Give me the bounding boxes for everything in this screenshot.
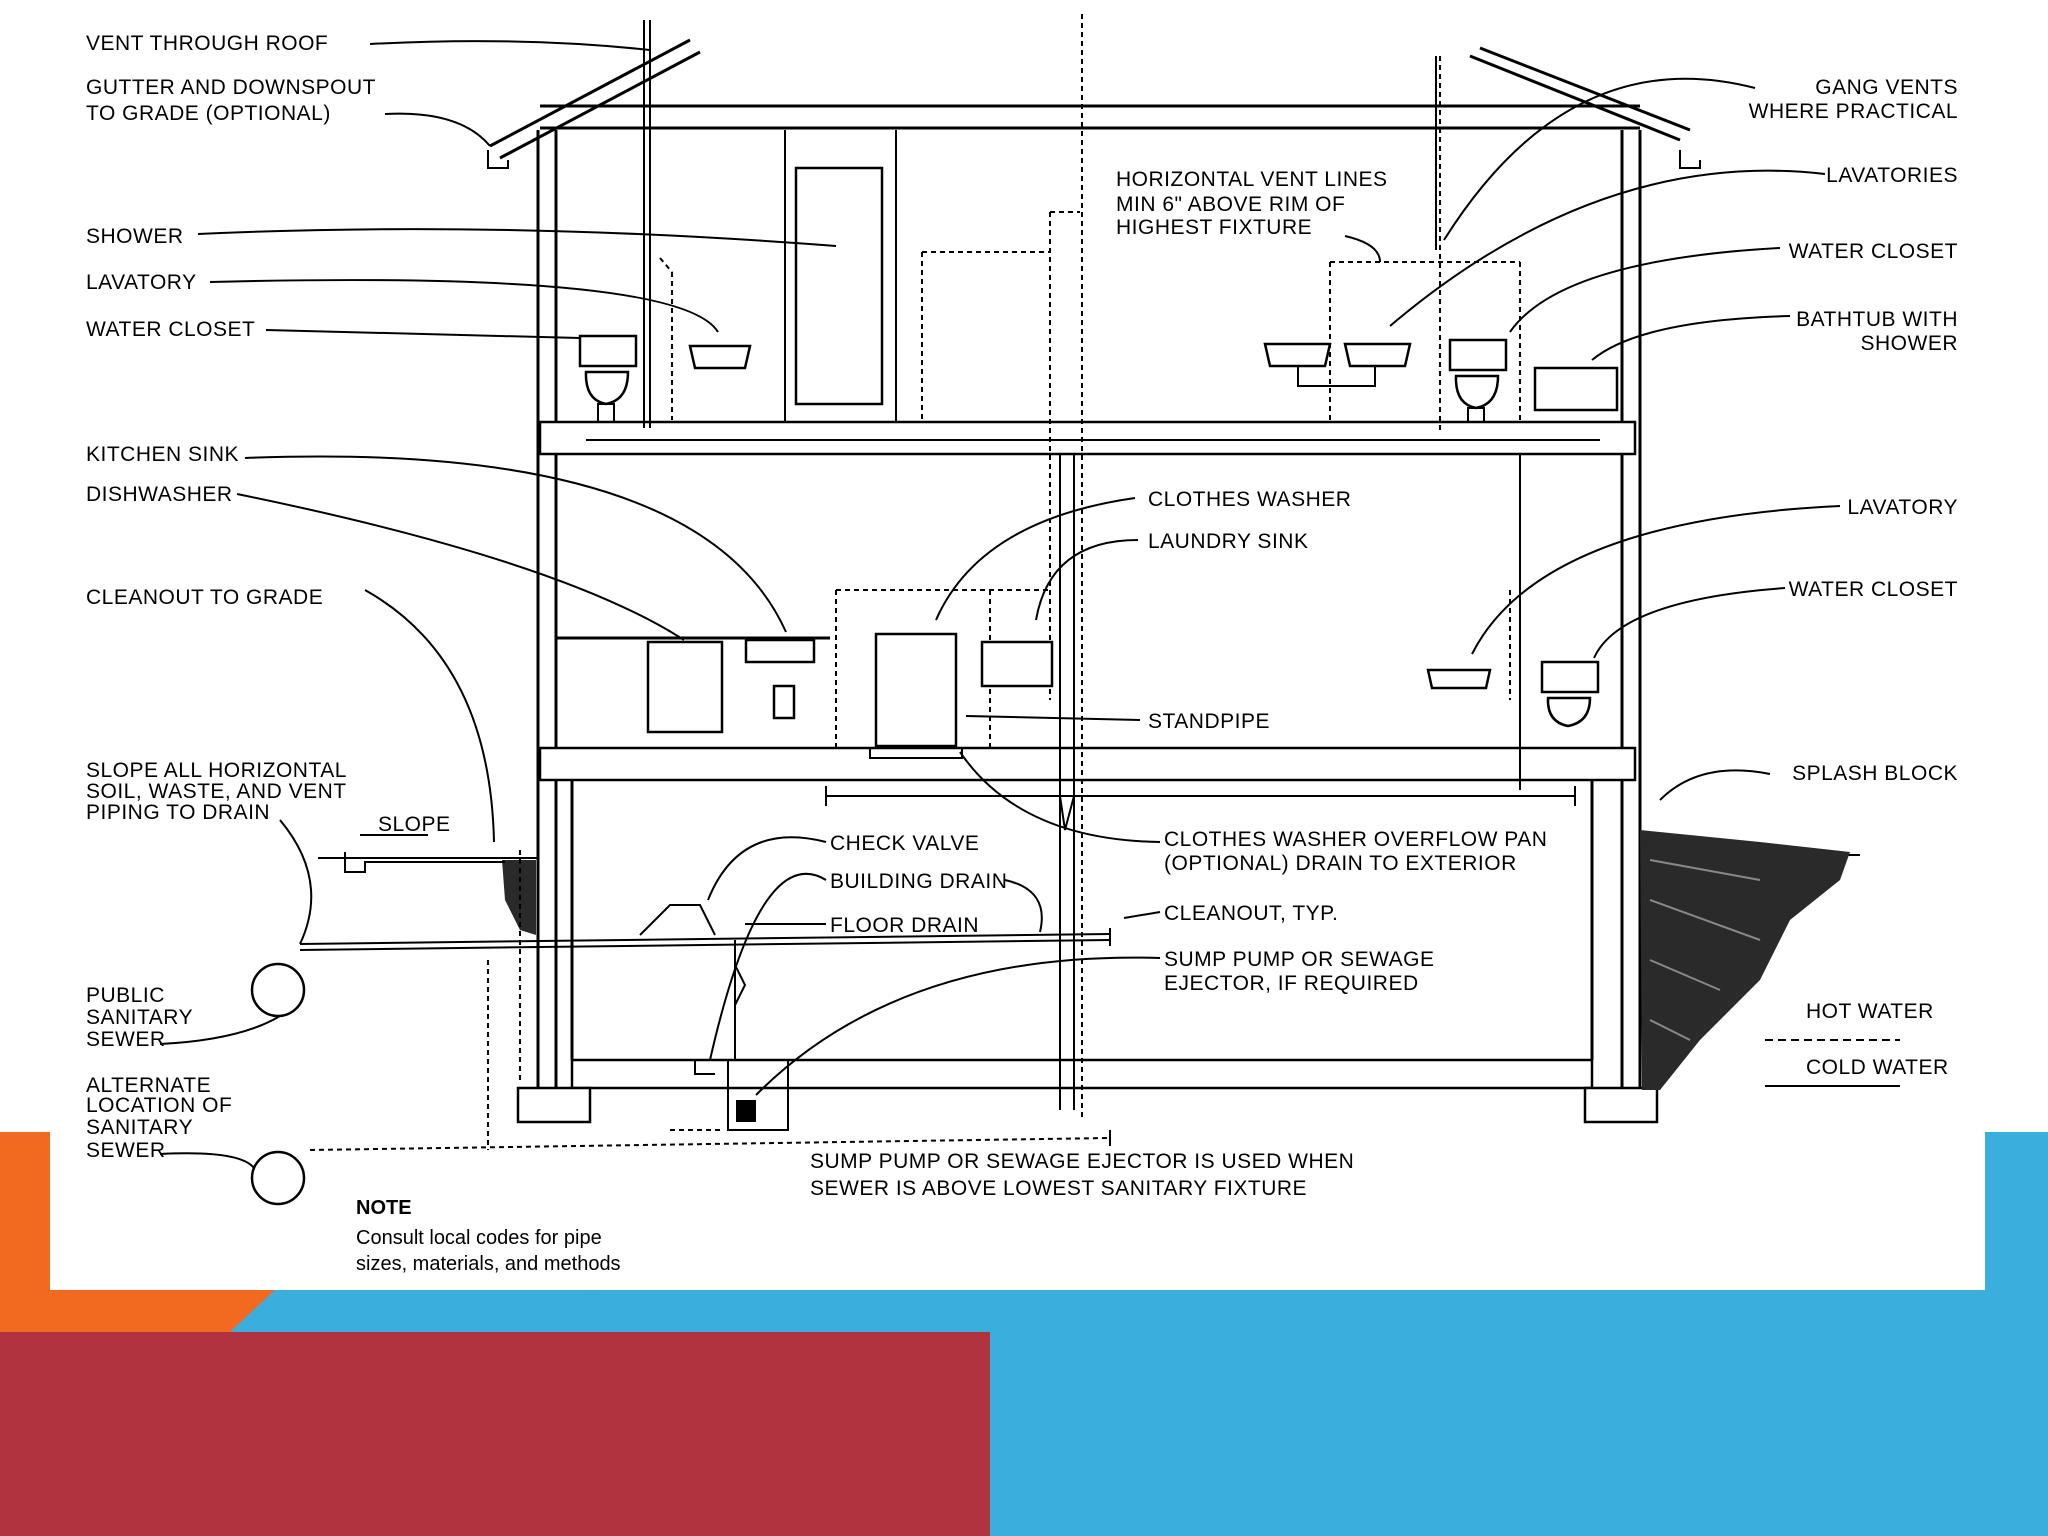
label-gutter-line-2: TO GRADE (OPTIONAL): [86, 102, 331, 125]
label-alternate-4: SEWER: [86, 1139, 166, 1162]
lavatory-pair-left: [1263, 342, 1332, 368]
label-splash-block: SPLASH BLOCK: [1792, 762, 1958, 785]
label-standpipe: STANDPIPE: [1148, 710, 1270, 733]
label-cold-water: COLD WATER: [1806, 1056, 1949, 1079]
label-slope-note-2: SOIL, WASTE, AND VENT: [86, 780, 347, 803]
callout-labels: VENT THROUGH ROOF GUTTER AND DOWNSPOUT T…: [86, 32, 1958, 1275]
label-laundry-sink: LAUNDRY SINK: [1148, 530, 1308, 553]
label-gutter-line-1: GUTTER AND DOWNSPOUT: [86, 76, 376, 99]
label-overflow-pan-2: (OPTIONAL) DRAIN TO EXTERIOR: [1164, 852, 1517, 875]
label-sump-2: EJECTOR, IF REQUIRED: [1164, 972, 1419, 995]
vent-piping: [299, 14, 1600, 1151]
label-vent-through-roof: VENT THROUGH ROOF: [86, 32, 328, 55]
label-alternate-1: ALTERNATE: [86, 1074, 211, 1097]
label-building-drain: BUILDING DRAIN: [830, 870, 1007, 893]
label-bathtub-2: SHOWER: [1861, 332, 1959, 355]
label-alternate-2: LOCATION OF: [86, 1094, 232, 1117]
label-public-sewer-2: SANITARY: [86, 1006, 193, 1029]
label-slope-note-3: PIPING TO DRAIN: [86, 801, 270, 824]
label-horizontal-vent-3: HIGHEST FIXTURE: [1116, 216, 1312, 239]
label-water-closet-upper-right: WATER CLOSET: [1789, 240, 1958, 263]
house-structure: [318, 38, 1860, 1124]
label-bathtub-1: BATHTUB WITH: [1796, 308, 1958, 331]
leader-lines: [159, 40, 1841, 1169]
label-cleanout-to-grade: CLEANOUT TO GRADE: [86, 586, 323, 609]
label-water-closet-upper-left: WATER CLOSET: [86, 318, 255, 341]
label-public-sewer-1: PUBLIC: [86, 984, 165, 1007]
red-block: [0, 1332, 990, 1536]
label-clothes-washer: CLOTHES WASHER: [1148, 488, 1351, 511]
label-water-closet-middle-right: WATER CLOSET: [1789, 578, 1958, 601]
label-gang-vents-1: GANG VENTS: [1815, 76, 1958, 99]
label-lavatory-upper-left: LAVATORY: [86, 271, 197, 294]
soil-hatch-right: [1640, 830, 1850, 1090]
note-line-1: Consult local codes for pipe: [356, 1227, 602, 1249]
label-horizontal-vent-2: MIN 6" ABOVE RIM OF: [1116, 193, 1345, 216]
label-public-sewer-3: SEWER: [86, 1028, 166, 1051]
lavatory-middle-right: [1426, 668, 1492, 690]
water-closet-upper-right: [1448, 338, 1508, 372]
label-shower: SHOWER: [86, 225, 184, 248]
label-horizontal-vent-1: HORIZONTAL VENT LINES: [1116, 168, 1388, 191]
label-alternate-3: SANITARY: [86, 1116, 193, 1139]
alternate-sewer-circle: [250, 1150, 306, 1206]
label-slope-note-1: SLOPE ALL HORIZONTAL: [86, 759, 347, 782]
lavatory-upper-left: [688, 344, 752, 370]
laundry-sink-fixture: [980, 640, 1054, 688]
blue-right-block: [1985, 1132, 2048, 1292]
label-sump-note-2: SEWER IS ABOVE LOWEST SANITARY FIXTURE: [810, 1177, 1307, 1200]
label-dishwasher: DISHWASHER: [86, 483, 233, 506]
dishwasher-fixture: [646, 640, 724, 734]
label-gang-vents-2: WHERE PRACTICAL: [1749, 100, 1958, 123]
note-title: NOTE: [356, 1197, 412, 1219]
clothes-washer-fixture: [874, 632, 958, 748]
fixtures: [250, 166, 1619, 1206]
public-sewer-circle: [250, 962, 306, 1018]
label-check-valve: CHECK VALVE: [830, 832, 979, 855]
label-cleanout-typ: CLEANOUT, TYP.: [1164, 902, 1338, 925]
label-hot-water: HOT WATER: [1806, 1000, 1934, 1023]
lavatory-pair-right: [1343, 342, 1412, 368]
label-kitchen-sink: KITCHEN SINK: [86, 443, 239, 466]
label-lavatory-middle-right: LAVATORY: [1847, 496, 1958, 519]
label-sump-note-1: SUMP PUMP OR SEWAGE EJECTOR IS USED WHEN: [810, 1150, 1354, 1173]
water-closet-upper-left: [578, 334, 638, 368]
orange-wedge: [0, 1290, 275, 1332]
blue-wedge: [590, 1290, 990, 1332]
kitchen-sink-fixture: [744, 638, 816, 664]
label-overflow-pan-1: CLOTHES WASHER OVERFLOW PAN: [1164, 828, 1547, 851]
label-sump-1: SUMP PUMP OR SEWAGE: [1164, 948, 1435, 971]
water-closet-middle-right: [1540, 660, 1600, 694]
label-slope: SLOPE: [378, 813, 451, 836]
note-line-2: sizes, materials, and methods: [356, 1253, 621, 1275]
bathtub-fixture: [1533, 366, 1619, 412]
shower-fixture: [794, 166, 884, 406]
label-lavatories: LAVATORIES: [1826, 164, 1958, 187]
label-floor-drain: FLOOR DRAIN: [830, 914, 979, 937]
